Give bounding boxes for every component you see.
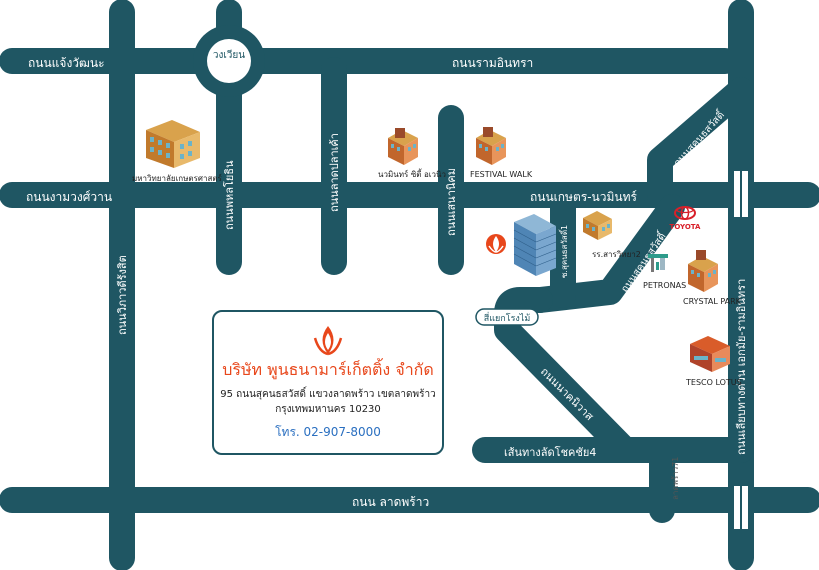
tesco-lotus-building-icon xyxy=(690,336,730,372)
crystal-park-building-icon xyxy=(688,250,718,292)
nawamin-city-building-icon xyxy=(388,128,418,165)
company-logo-icon xyxy=(313,326,343,356)
company-address-line1: 95 ถนนสุคนธสวัสดิ์ แขวงลาดพร้าว เขตลาดพร… xyxy=(220,389,436,400)
label-toyota: TOYOTA xyxy=(670,223,701,231)
label-crystal-park: CRYSTAL PARK xyxy=(683,297,742,306)
toyota-logo-icon xyxy=(674,206,696,220)
kasetsart-building-icon xyxy=(146,120,200,168)
festival-walk-building-icon xyxy=(476,127,506,165)
company-logo-icon xyxy=(486,234,506,254)
label-senanikom: ถนนเสนานิคม xyxy=(445,168,458,236)
label-phahonyothin: ถนนพหลโยธิน xyxy=(222,160,236,230)
label-ladprao71: ลาดพร้าว71 xyxy=(671,457,680,500)
petronas-station-icon xyxy=(648,254,668,272)
label-laksi-2: หลักสี่ xyxy=(217,67,242,81)
company-address: 95 ถนนสุคนธสวัสดิ์ แขวงลาดพร้าว เขตลาดพร… xyxy=(214,387,442,417)
company-tower-icon xyxy=(513,214,557,276)
label-sukonthasawat-1: ซ.สุคนธสวัสดิ์1 xyxy=(558,225,569,278)
laksi-roundabout-center xyxy=(207,39,251,83)
label-intersection: สี่แยกโรงไม้ xyxy=(484,311,531,324)
label-festival-walk: FESTIVAL WALK xyxy=(470,170,533,179)
intersection-bubble xyxy=(475,308,539,326)
label-ladprao: ถนน ลาดพร้าว xyxy=(352,495,429,509)
company-info-card: บริษัท พูนธนามาร์เก็ตติ้ง จำกัด 95 ถนนสุ… xyxy=(212,310,444,455)
label-ngamwongwan: ถนนงามวงศ์วาน xyxy=(26,190,112,204)
label-nawamin-city: นวมินทร์ ซิตี้ อเวนิว xyxy=(378,168,446,179)
label-tesco-lotus: TESCO LOTUS xyxy=(685,378,742,387)
label-expressway: ถนนเลียบทางด่วน เอกมัย-รามอินทรา xyxy=(735,279,748,455)
label-chokchai4: เส้นทางลัดโชคชัย4 xyxy=(504,445,596,459)
label-sarasas: รร.สารวิทยา2 xyxy=(592,250,641,259)
company-name: บริษัท พูนธนามาร์เก็ตติ้ง จำกัด xyxy=(222,360,434,379)
label-ladplakao: ถนนลาดปลาเค้า xyxy=(328,133,341,212)
road-sukonthasawat-upper xyxy=(647,77,754,208)
school-building-icon xyxy=(583,211,612,240)
label-kasetsart: มหาวิทยาลัยเกษตรศาสตร์ xyxy=(132,173,223,183)
label-laksi-1: วงเวียน xyxy=(213,49,245,61)
label-ramintra: ถนนรามอินทรา xyxy=(452,56,533,70)
label-chaengwattana: ถนนแจ้งวัฒนะ xyxy=(28,56,105,70)
label-kaset-nawamin: ถนนเกษตร-นวมินทร์ xyxy=(530,190,637,204)
label-vibhavadi: ถนนวิภาวดีรังสิต xyxy=(116,255,129,335)
company-phone[interactable]: โทร. 02-907-8000 xyxy=(275,425,381,439)
company-address-line2: กรุงเทพมหานคร 10230 xyxy=(275,404,381,415)
label-petronas: PETRONAS xyxy=(643,281,686,290)
